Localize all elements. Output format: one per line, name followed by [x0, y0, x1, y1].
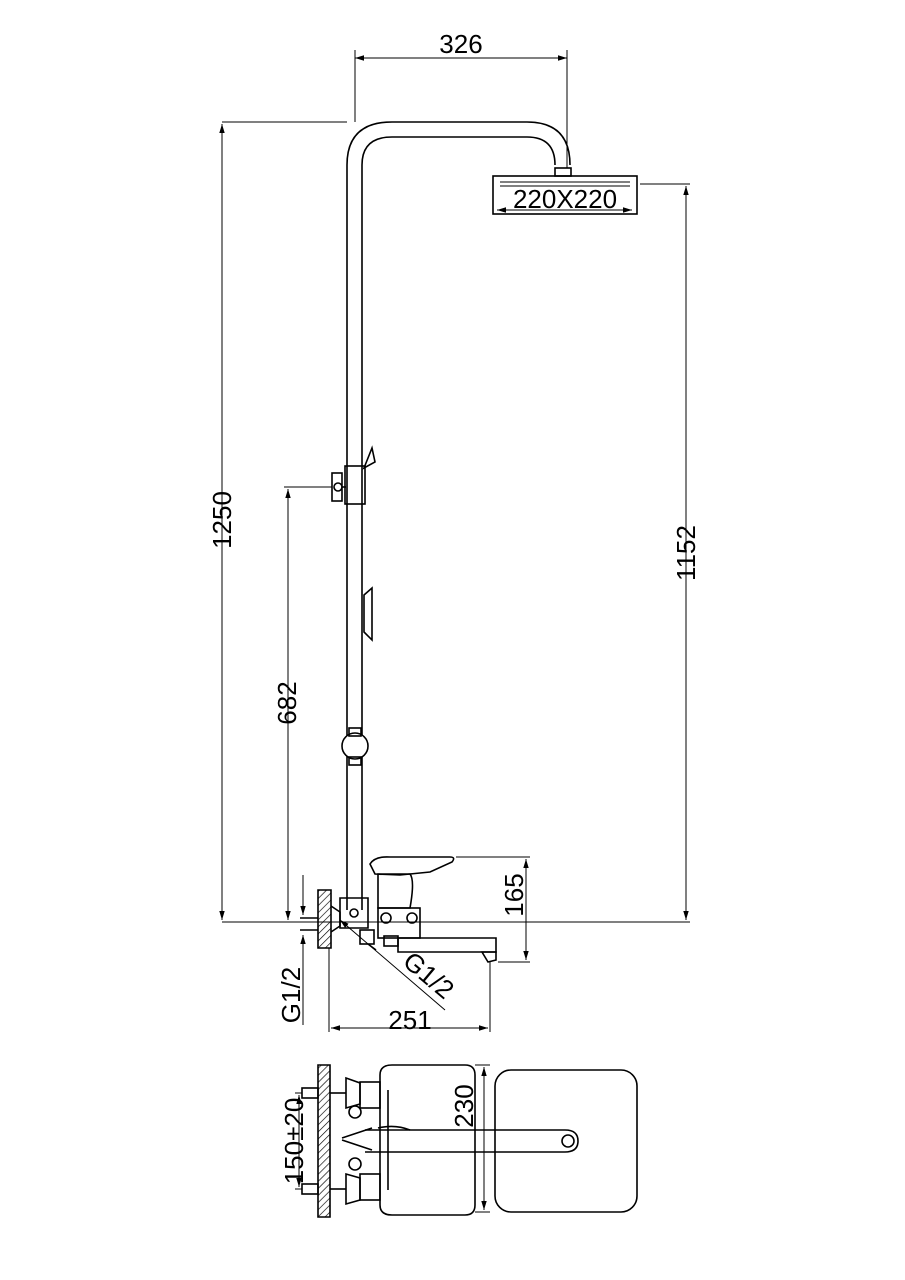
dim-slider-height: 682 — [272, 681, 302, 724]
rain-shower-head — [492, 175, 638, 215]
dim-total-height: 1250 — [207, 491, 237, 549]
dim-head-height: 1152 — [671, 525, 701, 581]
dim-top-width: 326 — [439, 29, 482, 59]
dim-center-distance: 150±20 — [279, 1098, 309, 1185]
dim-spout-height: 165 — [499, 873, 529, 916]
mixer-body — [339, 856, 497, 963]
riser-knob — [341, 727, 369, 766]
dim-head-size: 220X220 — [513, 184, 617, 214]
dim-inlet-thread-left: G1/2 — [276, 967, 306, 1023]
hand-shower-slider — [331, 445, 376, 505]
dim-spout-reach: 251 — [388, 1005, 431, 1035]
shower-column-elevation: 326 220X220 1250 1152 682 165 G1/2 G1/2 — [207, 29, 701, 1035]
dim-plan-depth: 230 — [449, 1084, 479, 1127]
mixer-plan-view: 150±20 230 — [279, 1064, 638, 1218]
